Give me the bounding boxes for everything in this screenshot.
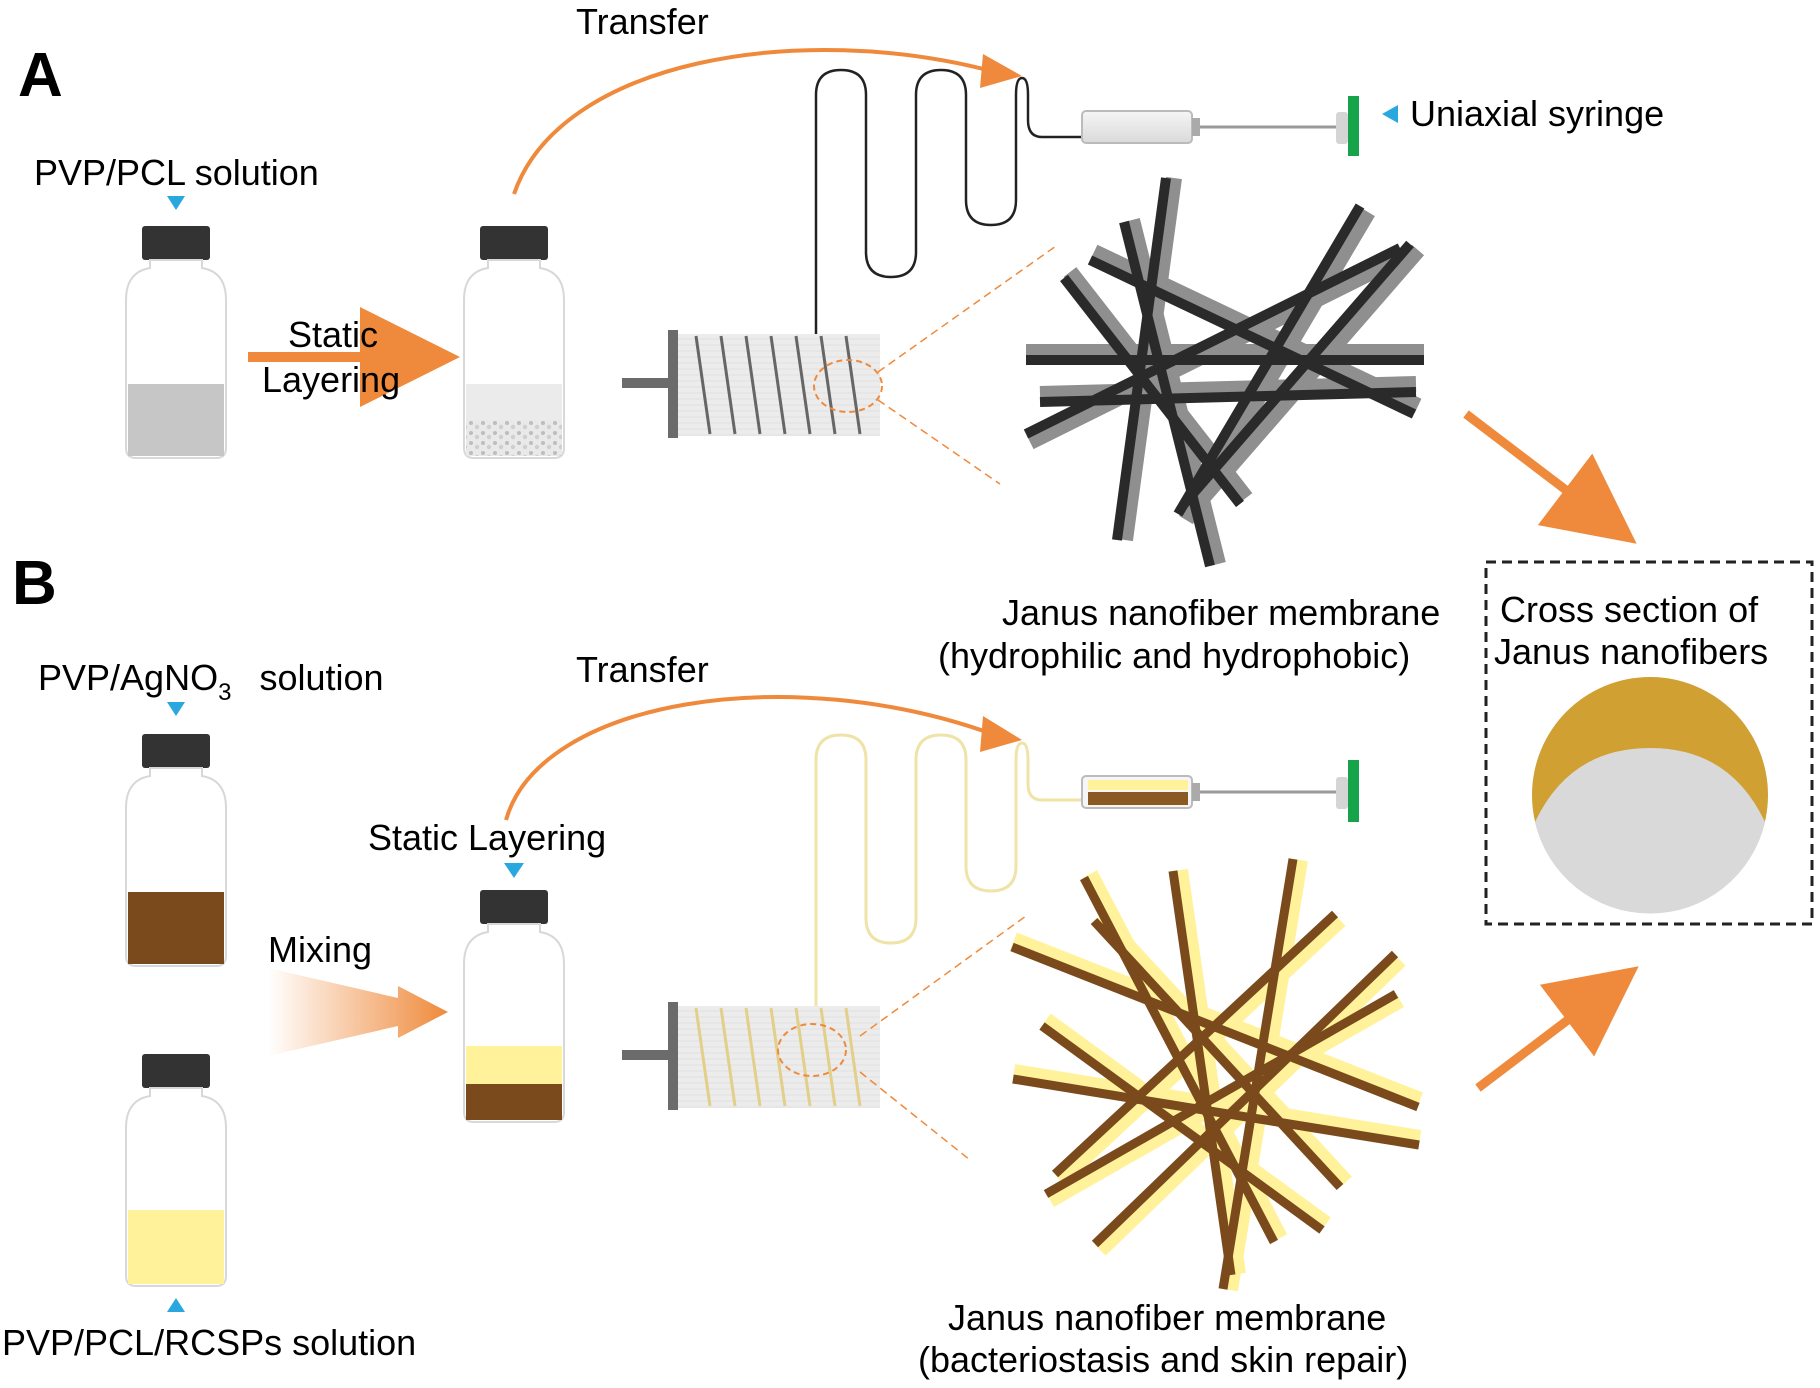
membrane-a-line2: (hydrophilic and hydrophobic) xyxy=(938,635,1410,676)
pvp-pcl-solution-label: PVP/PCL solution xyxy=(34,152,319,193)
membrane-b-line1: Janus nanofiber membrane xyxy=(948,1297,1386,1338)
pointer-down-icon xyxy=(504,863,524,878)
transfer-label-b: Transfer xyxy=(576,649,709,690)
cross-section-title-line2: Janus nanofibers xyxy=(1494,631,1768,672)
tube-b xyxy=(814,733,1084,1010)
zoom-guide-a xyxy=(877,245,1057,485)
janus-fibers-hydrophilic-hydrophobic xyxy=(1023,176,1425,568)
collector-drum-b xyxy=(622,1002,880,1110)
arrow-to-cross-section-a xyxy=(1463,410,1637,544)
panel-b-label: B xyxy=(12,549,57,618)
pvp-pcl-rcsps-solution-label: PVP/PCL/RCSPs solution xyxy=(2,1322,416,1363)
panel-a-label: A xyxy=(18,41,63,110)
bottle-pvp-agno3 xyxy=(125,734,227,967)
transfer-arrowhead-a xyxy=(980,54,1022,88)
tube-a xyxy=(814,68,1084,340)
membrane-a-line1: Janus nanofiber membrane xyxy=(1002,592,1440,633)
membrane-b-line2: (bacteriostasis and skin repair) xyxy=(918,1339,1408,1380)
bottle-pvp-pcl-rcsps xyxy=(125,1054,227,1287)
cross-section-box xyxy=(1484,560,1814,926)
static-layering-line1: Static xyxy=(288,314,378,355)
pointer-down-icon xyxy=(167,702,185,716)
pointer-up-icon xyxy=(167,1298,185,1312)
mixing-label: Mixing xyxy=(268,929,372,970)
static-layering-line2: Layering xyxy=(262,359,400,400)
transfer-arrow-a xyxy=(512,48,996,195)
bottle-layered xyxy=(463,226,565,459)
zoom-guide-b xyxy=(859,915,1027,1161)
pointer-down-icon xyxy=(167,196,185,210)
transfer-arrow-b xyxy=(504,695,996,821)
cross-section-title-line1: Cross section of xyxy=(1500,589,1759,630)
mixing-arrow xyxy=(268,968,448,1056)
transfer-arrowhead-b xyxy=(980,716,1022,752)
transfer-label-a: Transfer xyxy=(576,1,709,42)
pointer-left-icon xyxy=(1382,105,1398,123)
bottle-pvp-pcl xyxy=(125,226,227,459)
janus-cross-section-icon xyxy=(1532,677,1768,914)
uniaxial-syringe-a xyxy=(1081,96,1359,156)
arrow-to-cross-section-b xyxy=(1475,966,1639,1092)
collector-drum-a xyxy=(622,330,883,438)
uniaxial-syringe-label: Uniaxial syringe xyxy=(1410,93,1664,134)
janus-fibers-bacteriostasis-skin-repair xyxy=(1010,858,1423,1292)
syringe-b xyxy=(1081,760,1359,822)
static-layering-label-b: Static Layering xyxy=(368,817,606,858)
bottle-layered-b xyxy=(463,890,565,1123)
